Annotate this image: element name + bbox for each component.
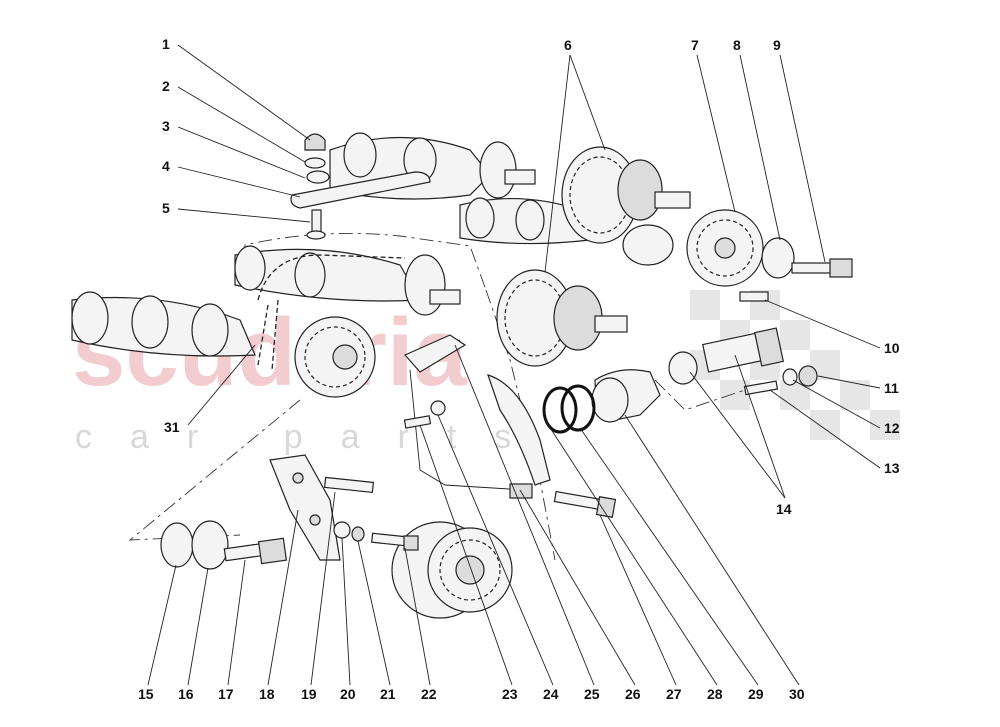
part-label-12: 12 [884, 420, 900, 436]
plate-washer-small [351, 526, 365, 542]
watermark: scuderia car parts [72, 290, 900, 456]
dowel-pin [739, 291, 769, 302]
plate-washer [333, 521, 351, 539]
part-label-6: 6 [564, 37, 572, 53]
sprocket-bolt [791, 258, 853, 278]
part-label-31: 31 [164, 419, 180, 435]
part-label-30: 30 [789, 686, 805, 702]
part-label-28: 28 [707, 686, 723, 702]
part-label-21: 21 [380, 686, 396, 702]
part-label-11: 11 [884, 380, 899, 396]
watermark-sub: car parts [75, 418, 549, 456]
right-sprocket [686, 209, 795, 287]
part-label-1: 1 [162, 36, 170, 52]
part-label-14: 14 [776, 501, 792, 517]
part-label-17: 17 [218, 686, 234, 702]
part-label-10: 10 [884, 340, 900, 356]
o-rings [542, 384, 596, 434]
part-label-9: 9 [773, 37, 781, 53]
part-label-13: 13 [884, 460, 900, 476]
chain-guide [487, 374, 551, 486]
part-label-7: 7 [691, 37, 699, 53]
part-label-16: 16 [178, 686, 194, 702]
part-label-2: 2 [162, 78, 170, 94]
part-label-20: 20 [340, 686, 356, 702]
lower-cam-parts [160, 520, 288, 570]
part-label-4: 4 [162, 158, 170, 174]
part-label-27: 27 [666, 686, 682, 702]
plate-pin [323, 476, 375, 494]
cam-variator-upper [561, 146, 691, 266]
oil-pipe [403, 334, 533, 499]
part-label-18: 18 [259, 686, 275, 702]
chain-tensioner [668, 327, 785, 385]
part-label-29: 29 [748, 686, 764, 702]
left-sprocket [294, 316, 376, 398]
part-label-22: 22 [421, 686, 437, 702]
cam-variator-lower [496, 269, 628, 367]
left-camshaft-lower [71, 291, 256, 357]
left-camshaft-upper [234, 245, 461, 316]
top-fasteners [290, 133, 431, 240]
tensioner-housing [591, 369, 661, 423]
part-number-labels: 1 2 3 4 5 6 7 8 9 10 11 12 13 14 15 16 1… [138, 36, 900, 702]
part-label-3: 3 [162, 118, 170, 134]
tensioner-plate [269, 454, 341, 561]
part-label-19: 19 [301, 686, 317, 702]
tensioner-nut-and-washer [743, 365, 818, 396]
part-label-24: 24 [543, 686, 559, 702]
part-label-8: 8 [733, 37, 741, 53]
timing-chain [257, 254, 406, 371]
guide-bolt [553, 490, 617, 518]
leader-lines [147, 44, 881, 686]
middle-camshaft [459, 197, 591, 245]
part-label-25: 25 [584, 686, 600, 702]
part-label-15: 15 [138, 686, 154, 702]
part-label-23: 23 [502, 686, 518, 702]
part-label-26: 26 [625, 686, 641, 702]
plate-bolt [371, 532, 419, 551]
part-label-5: 5 [162, 200, 170, 216]
